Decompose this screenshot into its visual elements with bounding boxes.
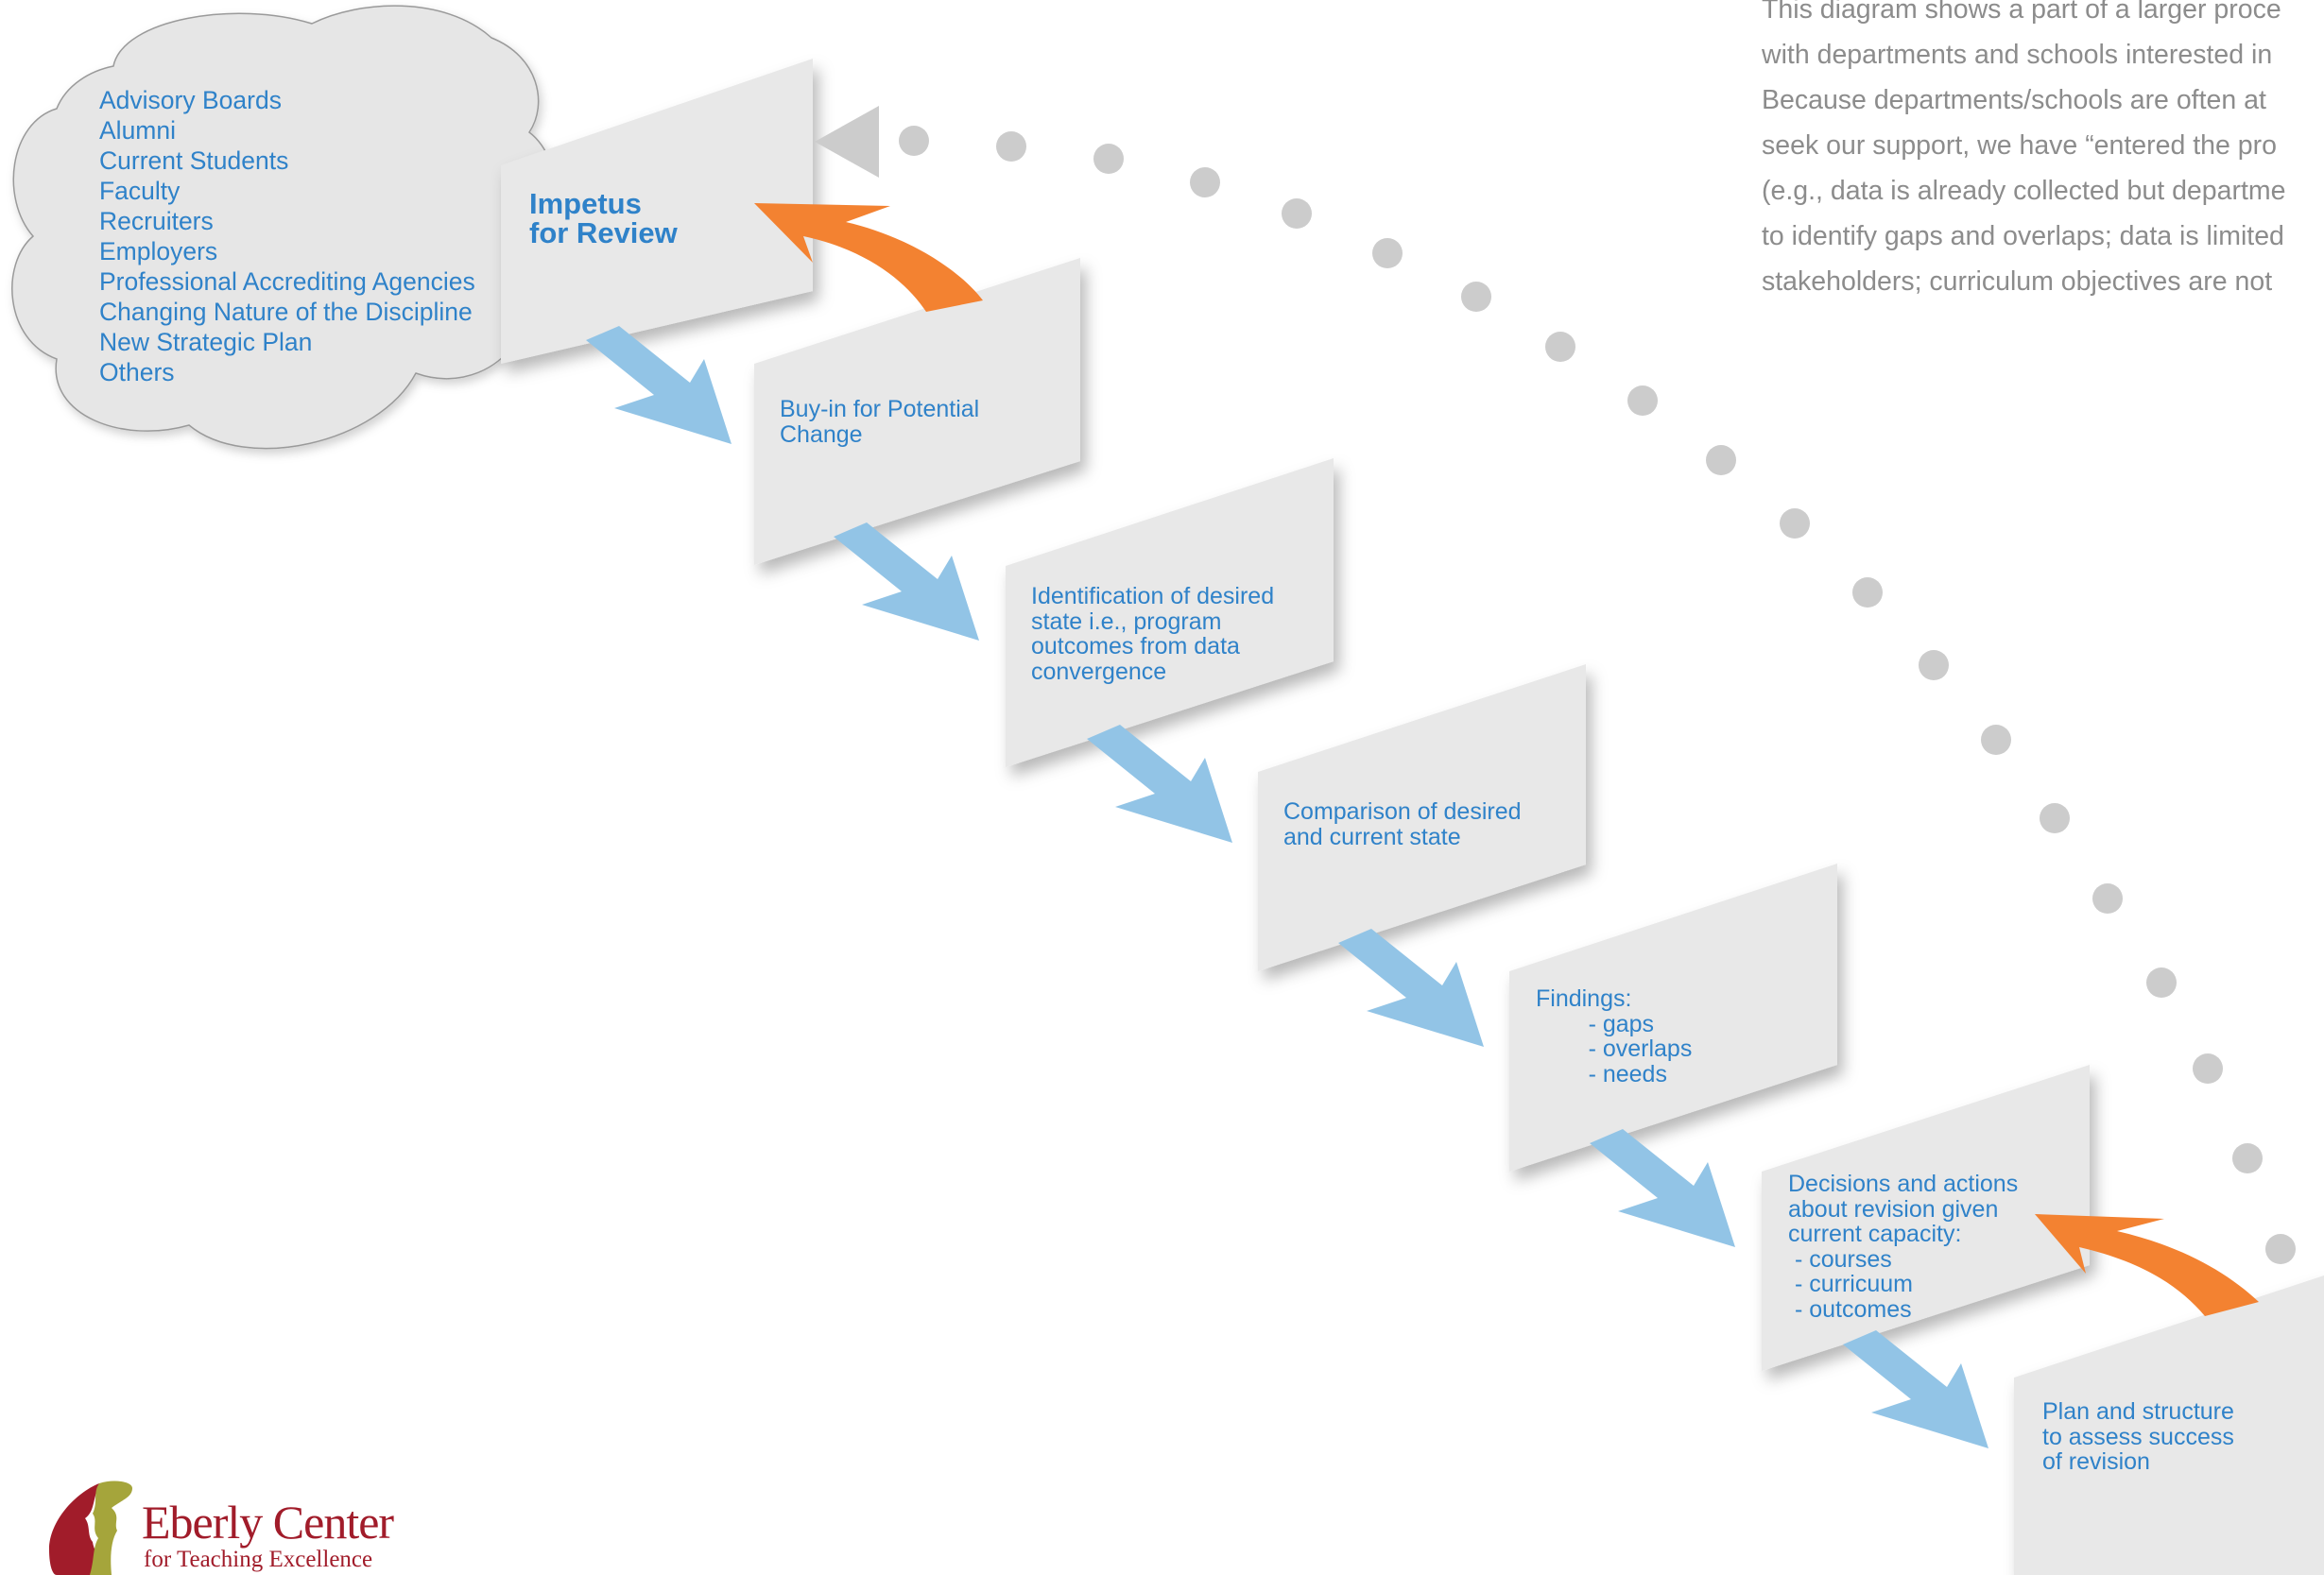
explanatory-note: This diagram shows a part of a larger pr…: [1762, 0, 2285, 304]
feedback-arrow-bottom: [2035, 1214, 2259, 1316]
step-plan: Plan and structure to assess success of …: [2042, 1399, 2234, 1475]
step-line: - courses: [1788, 1245, 1892, 1273]
return-arrowhead: [815, 106, 879, 178]
step-line: state i.e., program: [1031, 608, 1222, 635]
impetus-line-1: Impetus: [529, 187, 642, 220]
down-arrow-5: [1590, 1129, 1735, 1247]
step-desired-state: Identification of desired state i.e., pr…: [1031, 584, 1274, 684]
stakeholder-item: Others: [99, 358, 175, 386]
down-arrow-2: [834, 522, 979, 641]
step-buy-in: Buy-in for Potential Change: [780, 397, 979, 447]
note-line: with departments and schools interested …: [1762, 40, 2273, 70]
step-line: convergence: [1031, 658, 1167, 685]
step-comparison: Comparison of desired and current state: [1283, 799, 1522, 849]
step-line: Change: [780, 420, 863, 448]
stakeholder-item: New Strategic Plan: [99, 328, 313, 356]
note-line: (e.g., data is already collected but dep…: [1762, 176, 2286, 206]
step-decisions: Decisions and actions about revision giv…: [1788, 1172, 2018, 1322]
step-line: - outcomes: [1788, 1295, 1912, 1323]
card-step-1: [754, 258, 1080, 565]
note-line: stakeholders; curriculum objectives are …: [1762, 266, 2273, 297]
down-arrow-1: [586, 326, 732, 444]
stakeholder-item: Advisory Boards: [99, 86, 282, 114]
step-line: current capacity:: [1788, 1221, 1962, 1247]
step-line: - needs: [1536, 1060, 1667, 1087]
eberly-logo-tagline: for Teaching Excellence: [144, 1547, 373, 1572]
down-arrow-3: [1087, 725, 1232, 843]
note-line: to identify gaps and overlaps; data is l…: [1762, 221, 2284, 251]
card-impetus: [501, 59, 813, 364]
step-line: to assess success: [2042, 1423, 2234, 1450]
impetus-title: Impetus for Review: [529, 189, 678, 248]
note-line: Because departments/schools are often at: [1762, 85, 2266, 115]
down-arrow-4: [1338, 929, 1484, 1047]
step-line: - curricuum: [1788, 1271, 1913, 1297]
step-line: Findings:: [1536, 985, 1632, 1012]
stakeholder-item: Employers: [99, 237, 218, 265]
step-line: - gaps: [1536, 1010, 1655, 1037]
step-line: Buy-in for Potential: [780, 396, 980, 422]
step-line: outcomes from data: [1031, 633, 1240, 659]
down-arrows: [586, 326, 1988, 1448]
stakeholder-list: Advisory Boards Alumni Current Students …: [99, 85, 475, 387]
step-findings: Findings: - gaps - overlaps - needs: [1536, 986, 1692, 1087]
stakeholder-item: Changing Nature of the Discipline: [99, 298, 473, 326]
stakeholder-cloud: [11, 5, 559, 450]
stakeholder-item: Alumni: [99, 116, 177, 145]
stakeholder-item: Current Students: [99, 146, 289, 175]
feedback-arrow-top: [754, 203, 983, 312]
step-line: Identification of desired: [1031, 583, 1275, 609]
eberly-logo-mark: [49, 1481, 132, 1575]
note-line: This diagram shows a part of a larger pr…: [1762, 0, 2281, 25]
stakeholder-item: Professional Accrediting Agencies: [99, 267, 475, 296]
stakeholder-item: Recruiters: [99, 207, 214, 235]
step-line: of revision: [2042, 1448, 2150, 1475]
card-step-6: [2014, 1275, 2324, 1575]
card-step-2: [1006, 458, 1334, 767]
down-arrow-6: [1843, 1330, 1988, 1448]
return-dotted-path: [815, 106, 2296, 1264]
note-line: seek our support, we have “entered the p…: [1762, 130, 2277, 161]
stakeholder-item: Faculty: [99, 177, 181, 205]
step-line: - overlaps: [1536, 1036, 1693, 1062]
step-line: Plan and structure: [2042, 1398, 2234, 1425]
card-step-5: [1762, 1065, 2090, 1371]
step-line: Comparison of desired: [1283, 798, 1522, 825]
eberly-logo-name: Eberly Center: [142, 1496, 394, 1549]
step-line: Decisions and actions: [1788, 1171, 2019, 1197]
card-step-3: [1258, 664, 1586, 971]
impetus-line-2: for Review: [529, 216, 678, 249]
step-line: about revision given: [1788, 1195, 1999, 1223]
step-line: and current state: [1283, 823, 1461, 850]
feedback-arrows: [754, 203, 2259, 1316]
card-step-4: [1509, 864, 1837, 1172]
